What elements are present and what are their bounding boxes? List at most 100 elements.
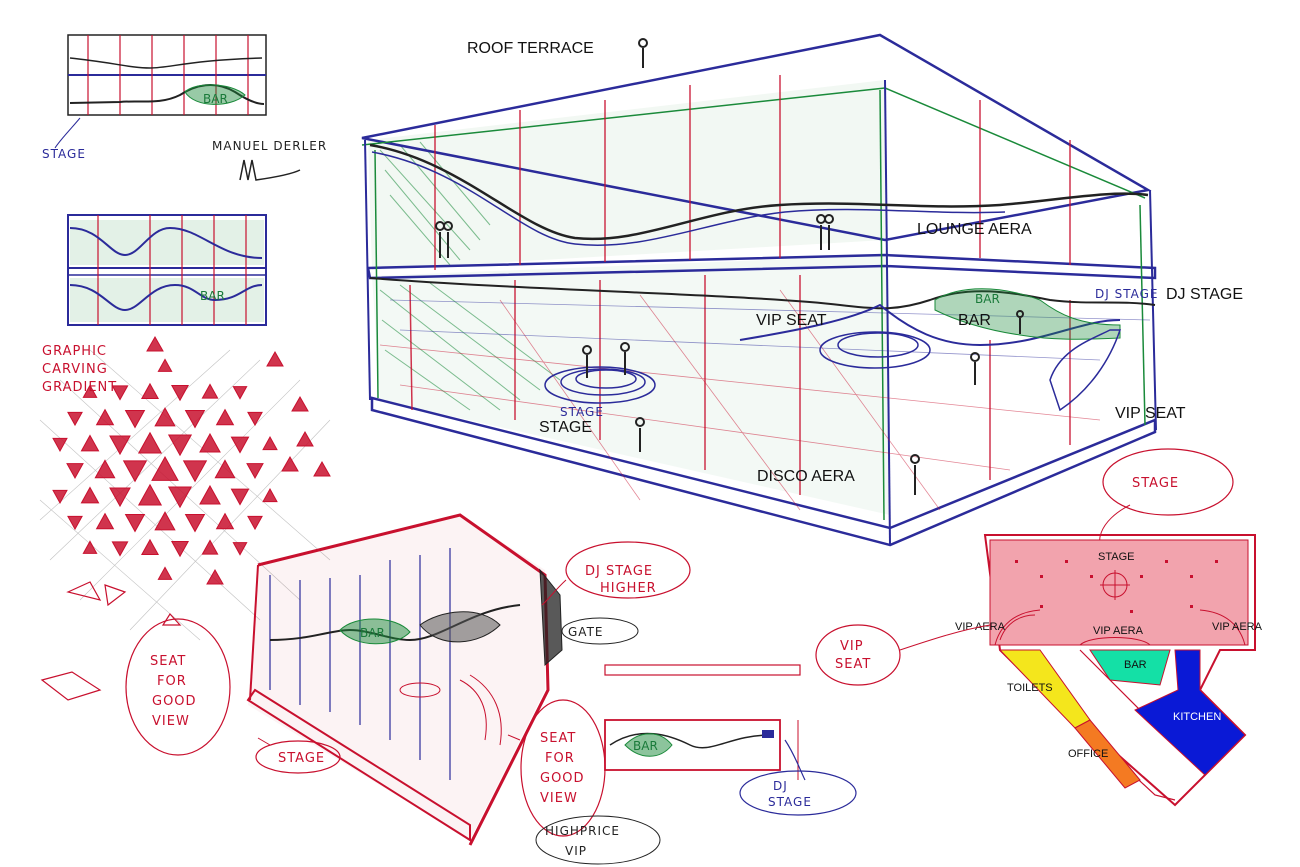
hand-label-dj-stage: DJ STAGE (1095, 287, 1159, 301)
pattern-triangle (66, 463, 84, 480)
pattern-triangle (206, 568, 224, 585)
pattern-triangle (140, 382, 160, 400)
floor-plan-vip-aera-right: VIP AERA (1212, 621, 1263, 633)
floor-plan-vip-aera-center: VIP AERA (1093, 625, 1144, 637)
pattern-triangle (201, 383, 219, 399)
seat-right-line-4: VIEW (540, 791, 578, 806)
pattern-triangle (230, 488, 250, 506)
small-section-stage-label: STAGE (278, 751, 325, 766)
pattern-triangle (82, 540, 98, 554)
pattern-triangle (124, 513, 146, 533)
label-dj-stage: DJ STAGE (1166, 286, 1243, 303)
pattern-triangle (122, 460, 148, 483)
pattern-triangle (296, 430, 314, 447)
pattern-triangle (230, 436, 250, 454)
hand-label-bar: BAR (975, 292, 1000, 306)
seat-right-line-3: GOOD (540, 771, 585, 786)
mini-section-dj-stage-line-2: STAGE (768, 795, 812, 809)
pattern-triangle (82, 384, 98, 398)
pattern-triangle (247, 411, 263, 427)
pattern-triangle (266, 350, 284, 367)
pattern-triangle (184, 513, 206, 533)
label-stage: STAGE (539, 419, 592, 436)
pattern-triangle (137, 431, 163, 454)
main-building-section: ROOF TERRACE LOUNGE AERA DJ STAGE VIP SE… (361, 33, 1243, 547)
middle-left-section-sketch: BAR (67, 214, 267, 326)
hand-label-stage: STAGE (560, 405, 604, 419)
pattern-triangle (167, 434, 193, 457)
pattern-label-line-1: GRAPHIC (42, 344, 107, 359)
highprice-line-2: VIP (565, 844, 587, 858)
pattern-triangle (111, 385, 129, 401)
label-lounge-aera: LOUNGE AERA (917, 221, 1032, 238)
floor-plan: STAGE STAG (815, 448, 1263, 807)
graphic-carving-pattern: GRAPHIC CARVING GRADIENT (39, 335, 331, 701)
seat-right-line-1: SEAT (540, 731, 576, 746)
mini-section-dj-stage-line-1: DJ (773, 779, 788, 793)
pattern-triangle (124, 409, 146, 429)
label-disco-aera: DISCO AERA (757, 468, 855, 485)
pattern-triangle (95, 512, 115, 530)
pattern-triangle (157, 566, 173, 580)
floor-plan-kitchen-label: KITCHEN (1173, 711, 1221, 723)
seat-left-line-3: GOOD (152, 694, 197, 709)
pattern-triangle (167, 486, 193, 509)
pattern-triangle (199, 432, 221, 453)
pattern-triangle (281, 455, 299, 472)
pattern-triangle (247, 515, 263, 531)
top-left-bar-label: BAR (203, 92, 228, 106)
label-vip-seat-right: VIP SEAT (1115, 405, 1186, 422)
pattern-triangle (95, 408, 115, 426)
top-left-section-sketch: BAR STAGE MANUEL DERLER (42, 34, 326, 181)
pattern-triangle (201, 539, 219, 555)
small-section-dj-stage-line-2: HIGHER (600, 581, 657, 596)
pattern-triangle (182, 460, 208, 483)
pattern-label-line-3: GRADIENT (42, 380, 117, 395)
pattern-triangle (52, 489, 68, 504)
pattern-triangle (140, 538, 160, 556)
pattern-triangle (67, 515, 83, 531)
seat-right-line-2: FOR (545, 751, 575, 766)
floor-plan-vip-seat-line-1: VIP (840, 639, 864, 654)
pattern-triangle (215, 512, 235, 530)
pattern-triangle (137, 483, 163, 506)
pattern-triangle (109, 487, 131, 508)
highprice-line-1: HIGHPRICE (545, 824, 620, 838)
pattern-triangle (154, 407, 176, 427)
signature-scribble (239, 159, 301, 181)
floor-plan-stage-label: STAGE (1098, 551, 1134, 563)
pattern-triangle (170, 384, 190, 402)
pattern-triangle (170, 540, 190, 558)
pattern-triangle (214, 459, 236, 479)
small-section-gate-label: GATE (568, 625, 604, 639)
pattern-triangle (262, 488, 278, 503)
pattern-triangle (262, 436, 278, 451)
small-perspective-section: BAR DJ STAGE HIGHER GATE SEAT FOR GOOD V… (125, 513, 691, 865)
top-left-stage-label: STAGE (42, 147, 86, 161)
pattern-triangle (184, 409, 206, 429)
mini-bar-plan-sketch: BAR DJ STAGE (604, 664, 857, 816)
floor-plan-bar-label: BAR (1124, 659, 1147, 671)
label-roof-terrace: ROOF TERRACE (467, 40, 594, 57)
pattern-triangle (313, 460, 331, 477)
pattern-triangle (232, 542, 248, 556)
mini-section-bar-label: BAR (633, 739, 658, 753)
pattern-triangle (151, 455, 179, 481)
pattern-triangle (67, 411, 83, 427)
small-section-bar-label: BAR (360, 626, 385, 640)
pattern-triangle (232, 386, 248, 400)
pattern-label-line-2: CARVING (42, 362, 108, 377)
floor-plan-toilets-label: TOILETS (1007, 682, 1053, 694)
pattern-triangle (52, 437, 68, 452)
pattern-triangle (80, 434, 100, 452)
middle-left-bar-label: BAR (200, 289, 225, 303)
floor-plan-office-label: OFFICE (1068, 748, 1108, 760)
pattern-triangle (246, 463, 264, 480)
pattern-triangle (157, 358, 173, 372)
label-bar: BAR (958, 312, 991, 329)
small-section-dj-stage-line-1: DJ STAGE (585, 564, 653, 579)
seat-left-line-2: FOR (157, 674, 187, 689)
pattern-triangle (146, 335, 164, 352)
pattern-triangle (111, 541, 129, 557)
